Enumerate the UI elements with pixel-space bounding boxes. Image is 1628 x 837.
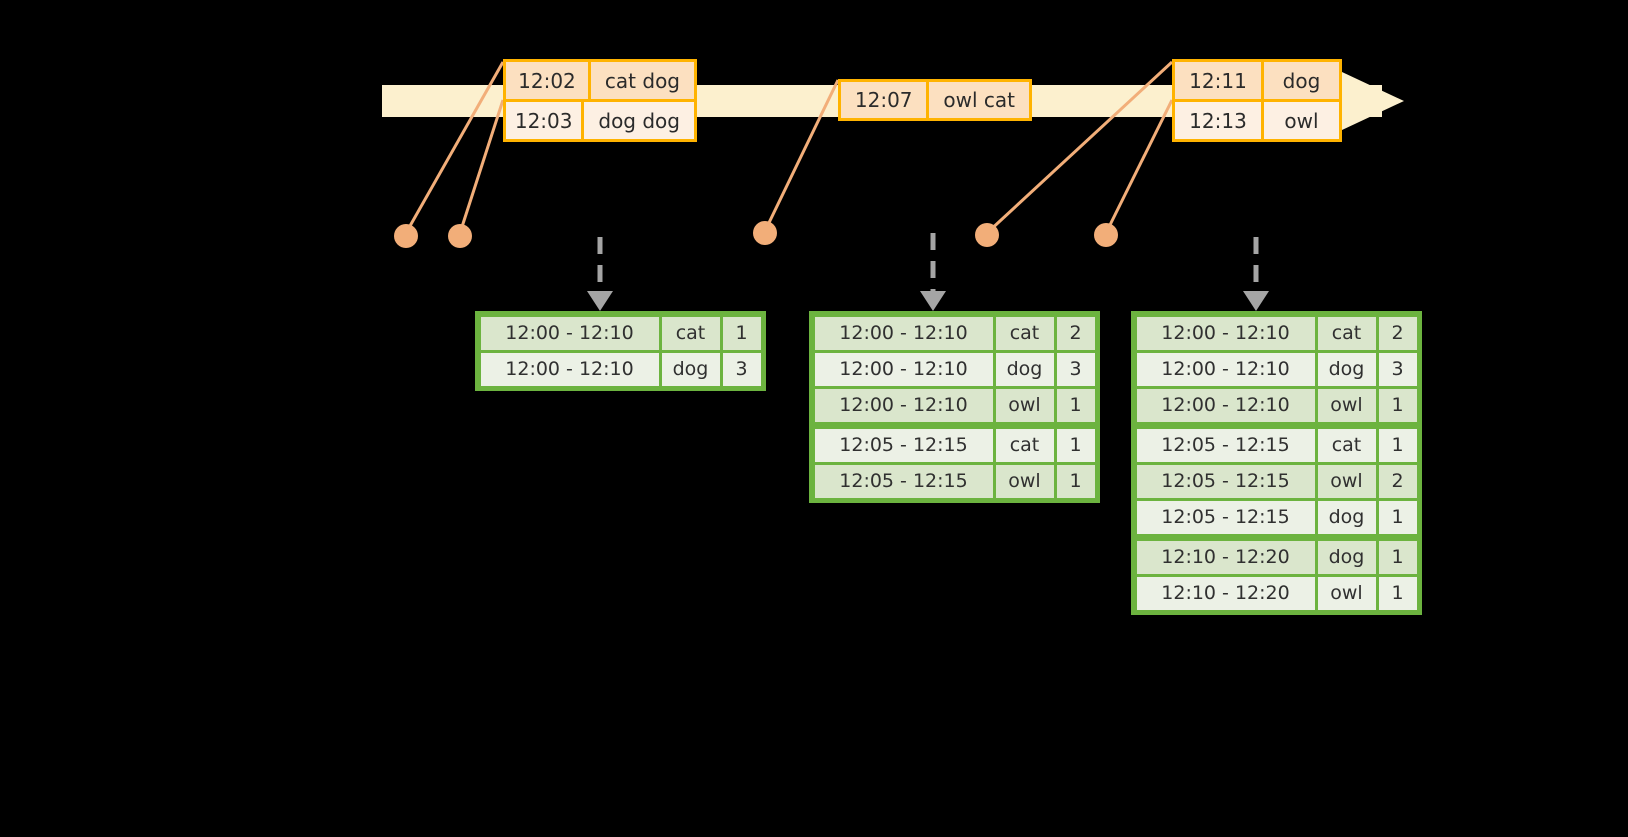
event-time: 12:02: [506, 62, 591, 99]
window-cell: 12:05 - 12:15: [1136, 500, 1315, 534]
window-cell: 12:05 - 12:15: [814, 428, 993, 462]
count-cell: 3: [1056, 352, 1095, 386]
window-cell: 12:00 - 12:10: [1136, 388, 1315, 422]
event-words: dog dog: [598, 108, 680, 133]
event-box-1[interactable]: 12:02 cat dog 12:03 dog dog: [503, 59, 697, 142]
count-cell: 1: [1378, 576, 1417, 610]
count-cell: 1: [722, 316, 761, 350]
word-cell: cat: [1317, 428, 1376, 462]
word-cell: cat: [661, 316, 720, 350]
word-cell: cat: [995, 316, 1054, 350]
event-dot-4: [975, 223, 999, 247]
window-cell: 12:05 - 12:15: [1136, 428, 1315, 462]
connector-2: [458, 99, 505, 234]
count-cell: 1: [1378, 388, 1417, 422]
word-cell: cat: [995, 428, 1054, 462]
window-cell: 12:00 - 12:10: [814, 352, 993, 386]
window-cell: 12:00 - 12:10: [1136, 316, 1315, 350]
word-cell: owl: [995, 388, 1054, 422]
word-cell: dog: [661, 352, 720, 386]
word-cell: owl: [1317, 464, 1376, 498]
count-cell: 3: [1378, 352, 1417, 386]
window-cell: 12:00 - 12:10: [814, 388, 993, 422]
window-cell: 12:10 - 12:20: [1136, 576, 1315, 610]
event-time: 12:07: [841, 82, 930, 118]
window-cell: 12:10 - 12:20: [1136, 540, 1315, 574]
event-row: 12:07 owl cat: [841, 82, 1029, 118]
connector-5: [1104, 99, 1174, 234]
connector-1: [404, 61, 505, 234]
word-cell: owl: [1317, 388, 1376, 422]
event-time: 12:03: [506, 102, 585, 139]
emit-arrow-heads: [587, 291, 1269, 311]
connector-3: [763, 79, 840, 232]
event-row: 12:11 dog: [1175, 62, 1339, 99]
event-dot-3: [753, 221, 777, 245]
window-cell: 12:00 - 12:10: [480, 352, 659, 386]
count-cell: 1: [1056, 464, 1095, 498]
word-cell: dog: [1317, 500, 1376, 534]
count-cell: 3: [722, 352, 761, 386]
emit-arrow-head-2: [920, 291, 946, 311]
word-cell: owl: [1317, 576, 1376, 610]
count-cell: 2: [1378, 316, 1417, 350]
count-cell: 1: [1056, 428, 1095, 462]
emit-arrow-head-1: [587, 291, 613, 311]
count-cell: 1: [1378, 540, 1417, 574]
event-box-2[interactable]: 12:07 owl cat: [838, 79, 1032, 121]
word-cell: dog: [1317, 540, 1376, 574]
count-cell: 1: [1378, 428, 1417, 462]
event-words: owl: [1284, 108, 1319, 133]
word-cell: dog: [1317, 352, 1376, 386]
event-time: 12:13: [1175, 102, 1264, 139]
event-dot-5: [1094, 223, 1118, 247]
window-cell: 12:00 - 12:10: [480, 316, 659, 350]
event-dot-1: [394, 224, 418, 248]
word-cell: cat: [1317, 316, 1376, 350]
event-row: 12:03 dog dog: [506, 99, 694, 139]
event-box-3[interactable]: 12:11 dog 12:13 owl: [1172, 59, 1342, 142]
count-cell: 1: [1056, 388, 1095, 422]
window-cell: 12:00 - 12:10: [814, 316, 993, 350]
window-cell: 12:05 - 12:15: [1136, 464, 1315, 498]
event-dot-group: [394, 221, 1118, 248]
count-cell: 1: [1378, 500, 1417, 534]
event-words: owl cat: [943, 88, 1015, 112]
window-cell: 12:00 - 12:10: [1136, 352, 1315, 386]
word-cell: dog: [995, 352, 1054, 386]
word-cell: owl: [995, 464, 1054, 498]
count-cell: 2: [1056, 316, 1095, 350]
count-cell: 2: [1378, 464, 1417, 498]
event-dot-2: [448, 224, 472, 248]
event-row: 12:13 owl: [1175, 99, 1339, 139]
event-time: 12:11: [1175, 62, 1264, 99]
emit-arrows: [597, 233, 1259, 292]
event-words: dog: [1282, 68, 1321, 93]
timeline-arrow-head: [1342, 72, 1404, 130]
event-words: cat dog: [604, 68, 680, 93]
window-cell: 12:05 - 12:15: [814, 464, 993, 498]
emit-arrow-head-3: [1243, 291, 1269, 311]
event-row: 12:02 cat dog: [506, 62, 694, 99]
